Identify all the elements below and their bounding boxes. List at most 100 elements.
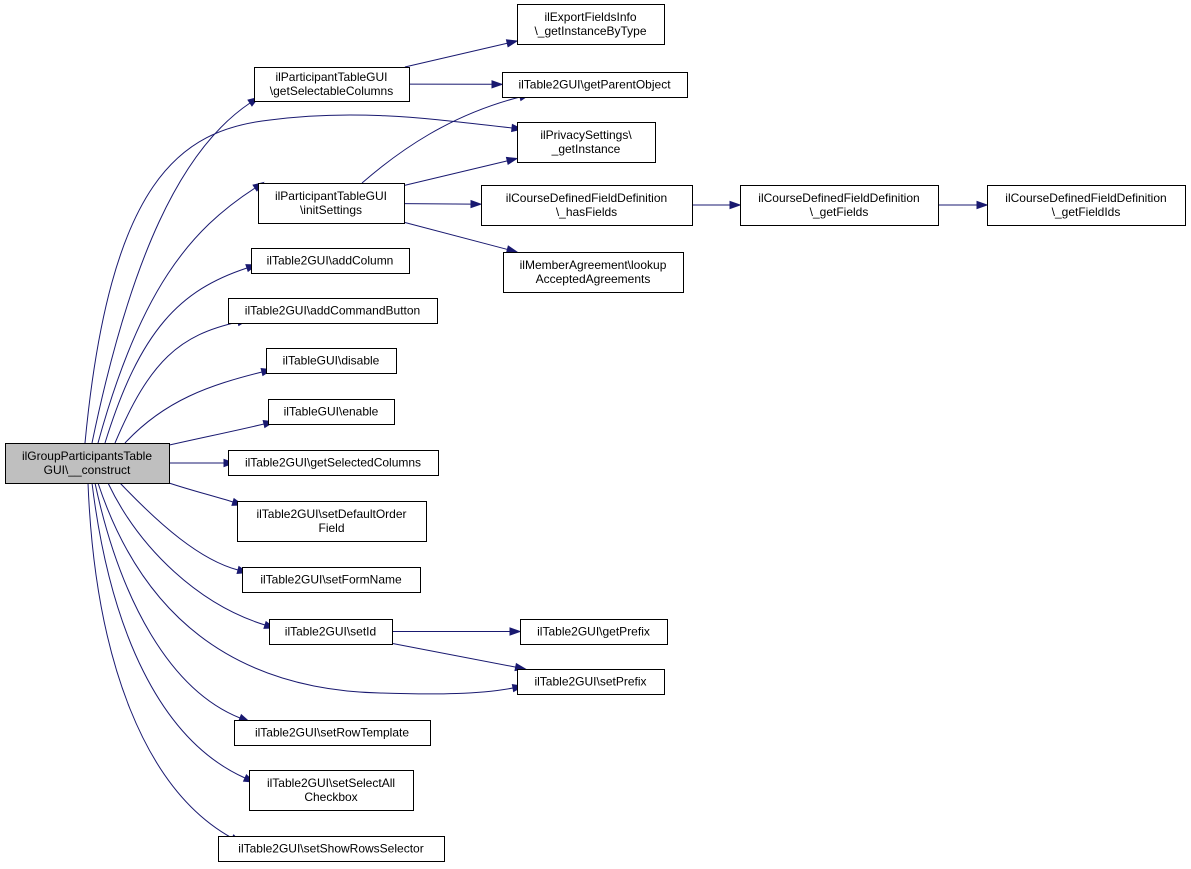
node-box-setFormName[interactable] [242, 567, 421, 593]
node-label-getSelectableColumns: \getSelectableColumns [270, 84, 393, 98]
edge-root-to-enable [164, 423, 265, 447]
node-box-setPrefix[interactable] [517, 669, 665, 695]
node-getSelectableColumns[interactable]: ilParticipantTableGUI\getSelectableColum… [254, 67, 410, 102]
node-setId[interactable]: ilTable2GUI\setId [269, 619, 393, 645]
node-label-setSelectAllCheckbox: ilTable2GUI\setSelectAll [267, 776, 395, 790]
node-getFields[interactable]: ilCourseDefinedFieldDefinition\_getField… [740, 185, 939, 226]
node-box-memberAgreement[interactable] [503, 252, 684, 293]
edge-root-to-privacySettings [84, 114, 513, 444]
node-label-memberAgreement: AcceptedAgreements [536, 272, 651, 286]
node-memberAgreement[interactable]: ilMemberAgreement\lookupAcceptedAgreemen… [503, 252, 684, 293]
arrowhead-getSelectableColumns-to-getParentObject [491, 80, 504, 89]
node-label-setRowTemplate: ilTable2GUI\setRowTemplate [255, 726, 409, 740]
node-label-getSelectableColumns: ilParticipantTableGUI [275, 70, 387, 84]
edge-setId-to-setPrefix [391, 642, 516, 668]
node-label-setFormName: ilTable2GUI\setFormName [260, 573, 402, 587]
arrowhead-hasFields-to-getFields [729, 200, 742, 210]
node-label-getFields: ilCourseDefinedFieldDefinition [758, 191, 919, 205]
node-enable[interactable]: ilTableGUI\enable [268, 399, 395, 425]
node-label-exportFieldsInfo: \_getInstanceByType [534, 24, 646, 38]
node-label-getParentObject: ilTable2GUI\getParentObject [518, 78, 671, 92]
node-exportFieldsInfo[interactable]: ilExportFieldsInfo\_getInstanceByType [517, 4, 665, 45]
node-label-disable: ilTableGUI\disable [283, 354, 380, 368]
node-box-disable[interactable] [266, 348, 397, 374]
edge-root-to-setRowTemplate [94, 482, 241, 719]
node-getParentObject[interactable]: ilTable2GUI\getParentObject [502, 72, 688, 98]
node-label-getFieldIds: ilCourseDefinedFieldDefinition [1005, 191, 1166, 205]
node-label-setId: ilTable2GUI\setId [285, 625, 376, 639]
node-box-getPrefix[interactable] [520, 619, 668, 645]
arrowhead-setId-to-getPrefix [509, 627, 522, 636]
node-box-exportFieldsInfo[interactable] [517, 4, 665, 45]
node-box-setRowTemplate[interactable] [234, 720, 431, 746]
edge-root-to-setShowRowsSelector [87, 482, 233, 839]
node-getFieldIds[interactable]: ilCourseDefinedFieldDefinition\_getField… [987, 185, 1186, 226]
node-initSettings[interactable]: ilParticipantTableGUI\initSettings [258, 183, 405, 224]
nodes-layer: ilGroupParticipantsTableGUI\__constructi… [5, 4, 1186, 862]
edge-root-to-setSelectAllCheckbox [91, 482, 246, 779]
node-box-setShowRowsSelector[interactable] [218, 836, 445, 862]
node-getSelectedColumns[interactable]: ilTable2GUI\getSelectedColumns [228, 450, 439, 476]
node-disable[interactable]: ilTableGUI\disable [266, 348, 397, 374]
node-label-hasFields: ilCourseDefinedFieldDefinition [506, 191, 667, 205]
node-box-enable[interactable] [268, 399, 395, 425]
node-box-getSelectedColumns[interactable] [228, 450, 439, 476]
edge-initSettings-to-hasFields [403, 203, 472, 205]
edge-root-to-setId [107, 482, 266, 626]
arrowhead-initSettings-to-hasFields [470, 199, 483, 209]
node-label-getFieldIds: \_getFieldIds [1052, 205, 1121, 219]
node-setFormName[interactable]: ilTable2GUI\setFormName [242, 567, 421, 593]
node-label-privacySettings: ilPrivacySettings\ [540, 128, 632, 142]
node-box-setSelectAllCheckbox[interactable] [249, 770, 414, 811]
node-setShowRowsSelector[interactable]: ilTable2GUI\setShowRowsSelector [218, 836, 445, 862]
node-box-root[interactable] [5, 443, 170, 484]
node-box-setId[interactable] [269, 619, 393, 645]
node-label-exportFieldsInfo: ilExportFieldsInfo [544, 10, 636, 24]
node-label-enable: ilTableGUI\enable [284, 405, 379, 419]
node-setPrefix[interactable]: ilTable2GUI\setPrefix [517, 669, 665, 695]
node-getPrefix[interactable]: ilTable2GUI\getPrefix [520, 619, 668, 645]
node-box-initSettings[interactable] [258, 183, 405, 224]
edge-getSelectableColumns-to-exportFieldsInfo [404, 42, 508, 68]
edge-root-to-initSettings [97, 187, 256, 444]
node-addColumn[interactable]: ilTable2GUI\addColumn [251, 248, 410, 274]
arrowhead-initSettings-to-memberAgreement [505, 245, 519, 254]
node-hasFields[interactable]: ilCourseDefinedFieldDefinition\_hasField… [481, 185, 693, 226]
edge-root-to-addColumn [104, 267, 248, 444]
edge-root-to-addCommandButton [114, 321, 239, 444]
node-label-setPrefix: ilTable2GUI\setPrefix [534, 675, 646, 689]
node-label-setSelectAllCheckbox: Checkbox [304, 790, 357, 804]
node-label-getPrefix: ilTable2GUI\getPrefix [537, 625, 650, 639]
node-label-setDefaultOrderField: ilTable2GUI\setDefaultOrder [256, 507, 406, 521]
node-privacySettings[interactable]: ilPrivacySettings\_getInstance [517, 122, 656, 163]
node-label-root: ilGroupParticipantsTable [22, 449, 152, 463]
node-box-getParentObject[interactable] [502, 72, 688, 98]
edge-root-to-setDefaultOrderField [168, 482, 234, 503]
edge-root-to-getSelectableColumns [91, 102, 251, 444]
node-box-addCommandButton[interactable] [228, 298, 438, 324]
node-label-setDefaultOrderField: Field [318, 521, 344, 535]
node-addCommandButton[interactable]: ilTable2GUI\addCommandButton [228, 298, 438, 324]
node-label-setShowRowsSelector: ilTable2GUI\setShowRowsSelector [238, 842, 423, 856]
node-box-setDefaultOrderField[interactable] [237, 501, 427, 542]
node-box-addColumn[interactable] [251, 248, 410, 274]
edge-root-to-disable [124, 371, 263, 444]
node-box-getSelectableColumns[interactable] [254, 67, 410, 102]
edge-root-to-setFormName [119, 482, 239, 571]
edge-initSettings-to-memberAgreement [403, 221, 508, 250]
node-box-hasFields[interactable] [481, 185, 693, 226]
node-box-getFieldIds[interactable] [987, 185, 1186, 226]
node-setRowTemplate[interactable]: ilTable2GUI\setRowTemplate [234, 720, 431, 746]
node-label-getFields: \_getFields [810, 205, 869, 219]
node-box-getFields[interactable] [740, 185, 939, 226]
arrowhead-initSettings-to-privacySettings [505, 156, 519, 166]
node-box-privacySettings[interactable] [517, 122, 656, 163]
node-label-addColumn: ilTable2GUI\addColumn [267, 254, 394, 268]
arrowhead-getFields-to-getFieldIds [976, 200, 989, 210]
node-label-privacySettings: _getInstance [551, 142, 621, 156]
edge-root-to-setPrefix [97, 482, 514, 695]
